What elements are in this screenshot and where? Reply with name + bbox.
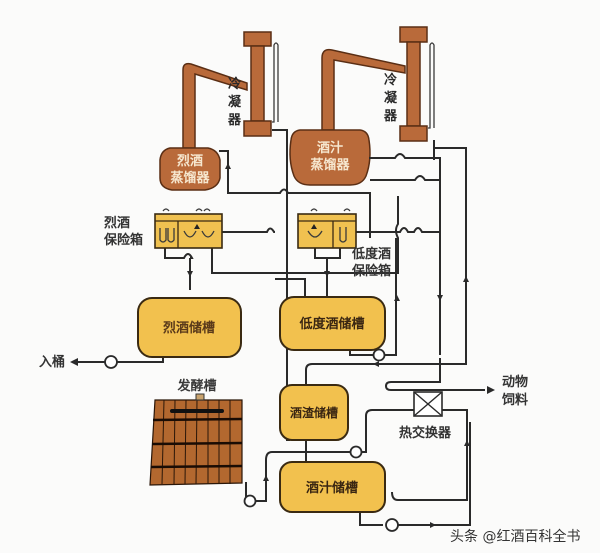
pipe-wash-still-to-safe bbox=[369, 153, 441, 355]
pump-pot-ale bbox=[349, 445, 363, 459]
pipe-low-wines-safe-to-receiver bbox=[314, 248, 341, 297]
pipe-wash-tank-to-pump bbox=[359, 512, 383, 526]
condenser-2-bottom bbox=[399, 125, 428, 142]
arrow-up-4 bbox=[464, 440, 470, 446]
pipe-low-wines-safe-side bbox=[356, 227, 440, 233]
bowl-icon-2 bbox=[307, 230, 323, 238]
label-condenser-1: 冷凝器 bbox=[227, 76, 242, 128]
label-wash-still: 酒汁蒸馏器 bbox=[310, 140, 350, 173]
label-washback: 发酵槽 bbox=[176, 378, 216, 394]
spirit-still bbox=[159, 62, 248, 191]
spirit-still-lyne-arm bbox=[182, 62, 248, 149]
bowl-icon bbox=[183, 230, 215, 238]
cooling-water-line-2 bbox=[428, 42, 435, 129]
cooling-water-line-1 bbox=[272, 42, 279, 123]
valve-icon bbox=[194, 224, 200, 229]
arrow-to-animal-feed bbox=[487, 386, 495, 394]
spirit-still-pot bbox=[159, 147, 221, 191]
lock-icons bbox=[162, 208, 211, 212]
wash-still-pot bbox=[289, 129, 371, 186]
label-animal-feed: 动物饲料 bbox=[501, 374, 528, 408]
spirit-receiver-tank bbox=[137, 297, 242, 358]
wash-still bbox=[289, 48, 406, 186]
lock-icons-2 bbox=[310, 208, 351, 212]
arrow-down-2 bbox=[324, 271, 330, 277]
heat-exchanger bbox=[413, 391, 443, 417]
arrow-up-5 bbox=[263, 475, 269, 481]
arrow-down-1 bbox=[187, 271, 193, 277]
hydrometer-icon bbox=[159, 228, 175, 243]
pump-washback bbox=[243, 494, 257, 508]
condenser-1 bbox=[243, 31, 272, 137]
label-spirit-receiver: 烈酒储槽 bbox=[163, 320, 215, 336]
arrow-right-1 bbox=[430, 522, 436, 528]
labels: 冷凝器 冷凝器 烈酒蒸馏器 酒汁蒸馏器 烈酒保险箱 低度酒保险箱 烈酒储槽 低度… bbox=[39, 72, 528, 496]
condenser-2 bbox=[399, 26, 428, 142]
condenser-2-column bbox=[406, 41, 421, 127]
low-wines-safe-box bbox=[297, 213, 357, 249]
label-low-wines-safe: 低度酒保险箱 bbox=[351, 246, 391, 279]
label-condenser-2: 冷凝器 bbox=[383, 72, 398, 124]
wash-still-lyne-arm bbox=[321, 48, 406, 131]
condenser-1-bottom bbox=[243, 120, 272, 137]
pump-low-wines bbox=[372, 348, 386, 362]
low-wines-safe bbox=[297, 208, 357, 249]
pipe-spirit-receiver-to-pump bbox=[117, 357, 164, 363]
wash-tank bbox=[279, 461, 386, 513]
arrow-down-3 bbox=[437, 295, 443, 301]
pumps bbox=[104, 348, 399, 532]
flow-arrows bbox=[70, 163, 495, 528]
pipe-spirit-safe-side bbox=[222, 227, 275, 233]
pipe-return-to-wash-still bbox=[305, 147, 467, 385]
pump-spirit bbox=[104, 355, 118, 369]
label-spirit-still: 烈酒蒸馏器 bbox=[170, 154, 210, 186]
watermark: 头条 @红酒百科全书 bbox=[450, 528, 580, 545]
pump-wash bbox=[385, 518, 399, 532]
pot-ale-tank bbox=[279, 384, 349, 441]
arrow-up-3 bbox=[225, 163, 231, 169]
label-to-cask: 入桶 bbox=[39, 354, 65, 370]
label-spirit-safe: 烈酒保险箱 bbox=[103, 216, 143, 248]
washback-lid-knob bbox=[195, 393, 205, 401]
valve-icon-2 bbox=[311, 224, 317, 229]
washback bbox=[149, 393, 243, 486]
pipe-wash-tank-to-heat-exchanger bbox=[398, 422, 471, 526]
arrow-to-cask bbox=[70, 358, 78, 366]
spirit-safe bbox=[154, 208, 223, 249]
arrow-up-2 bbox=[463, 276, 469, 282]
condenser-1-column bbox=[250, 45, 265, 122]
low-wines-receiver-tank bbox=[279, 296, 386, 351]
arrow-up-1 bbox=[394, 295, 400, 301]
hydrometer-icon-2 bbox=[339, 227, 347, 243]
pipe-spirit-safe-to-receiver bbox=[164, 248, 194, 290]
spirit-safe-box bbox=[154, 213, 223, 249]
label-pot-ale-tank: 酒渣储槽 bbox=[290, 405, 338, 420]
label-low-wines-receiver: 低度酒储槽 bbox=[298, 316, 364, 332]
pipe-to-low-wines-receiver bbox=[275, 278, 306, 297]
arrow-left-1 bbox=[373, 361, 379, 367]
label-wash-tank: 酒汁储槽 bbox=[306, 480, 358, 496]
condenser-2-top bbox=[399, 26, 428, 43]
pipe-to-animal-feed bbox=[384, 358, 485, 391]
condenser-1-top bbox=[243, 31, 272, 47]
pipe-wash-still-right bbox=[370, 175, 440, 181]
label-heat-exchanger: 热交换器 bbox=[399, 425, 452, 441]
